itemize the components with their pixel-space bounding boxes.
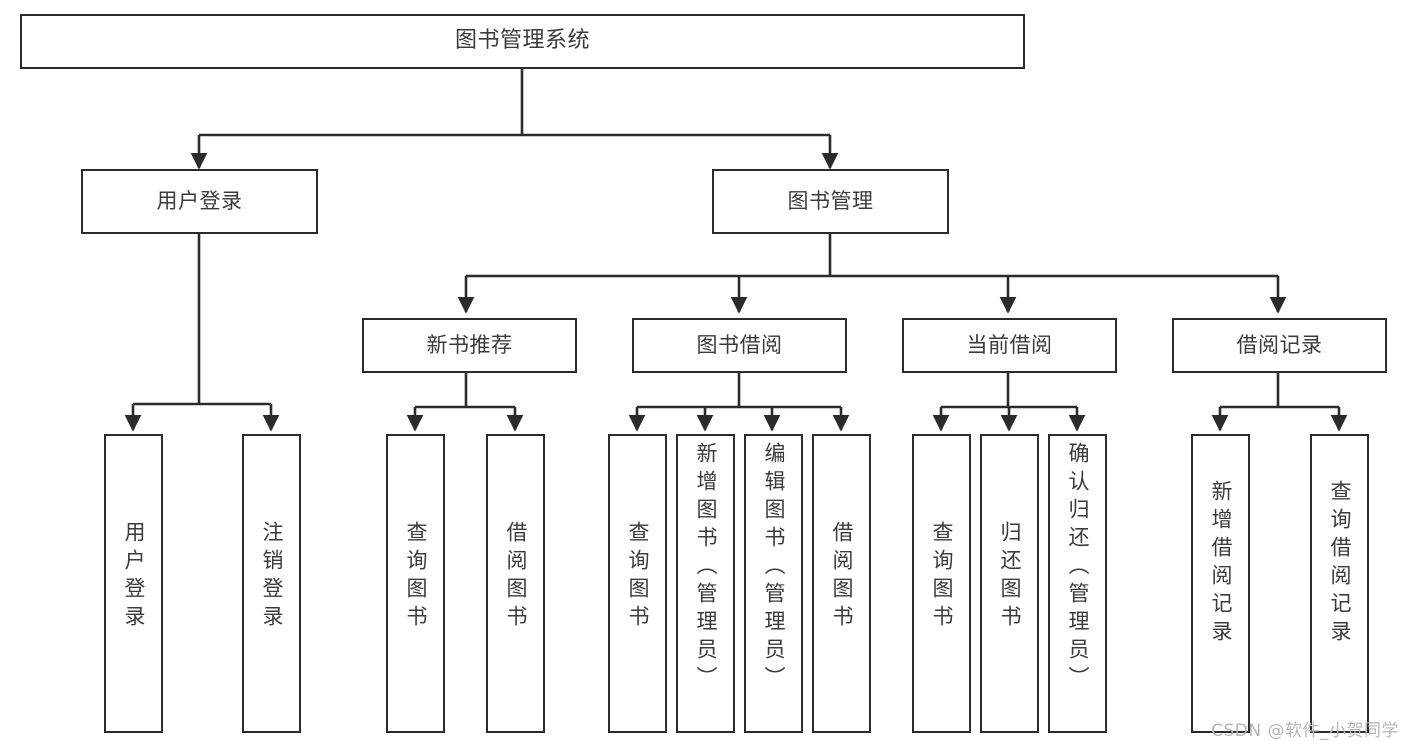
node-label: 注销登录 xyxy=(260,521,284,633)
node-label: 借阅图书 xyxy=(504,521,528,633)
node-label: 查询借阅记录 xyxy=(1328,480,1352,648)
node-label: 归还图书 xyxy=(998,521,1022,633)
node-label: 当前借阅 xyxy=(966,332,1053,357)
node-label: 用户登录 xyxy=(156,188,243,213)
node-label: 用户登录 xyxy=(122,521,146,633)
node-leaf-query-book-new[interactable]: 查询图书 xyxy=(386,434,445,733)
node-leaf-borrow-book[interactable]: 借阅图书 xyxy=(812,434,871,733)
node-user-login[interactable]: 用户登录 xyxy=(81,169,318,234)
node-root-book-management-system[interactable]: 图书管理系统 xyxy=(20,14,1025,69)
node-leaf-borrow-book-new[interactable]: 借阅图书 xyxy=(486,434,545,733)
node-leaf-add-borrow-record[interactable]: 新增借阅记录 xyxy=(1191,434,1250,733)
node-label: 借阅记录 xyxy=(1236,332,1323,357)
node-label: 图书管理系统 xyxy=(454,28,590,54)
csdn-watermark: CSDN @软件_小贺同学 xyxy=(1211,721,1399,741)
node-leaf-return-book[interactable]: 归还图书 xyxy=(980,434,1039,733)
node-label: 借阅图书 xyxy=(830,521,854,633)
node-leaf-user-login[interactable]: 用户登录 xyxy=(104,434,163,733)
node-leaf-query-book[interactable]: 查询图书 xyxy=(608,434,667,733)
node-leaf-add-book-admin[interactable]: 新增图书（管理员） xyxy=(676,434,735,733)
node-leaf-confirm-return-admin[interactable]: 确认归还（管理员） xyxy=(1048,434,1107,733)
node-leaf-logout[interactable]: 注销登录 xyxy=(242,434,301,733)
node-label: 确认归还（管理员） xyxy=(1066,442,1090,694)
node-book-borrow[interactable]: 图书借阅 xyxy=(632,318,847,373)
node-leaf-query-borrow-record[interactable]: 查询借阅记录 xyxy=(1310,434,1369,733)
node-label: 新书推荐 xyxy=(426,332,513,357)
node-label: 查询图书 xyxy=(404,521,428,633)
node-label: 图书借阅 xyxy=(696,332,783,357)
node-leaf-query-book-current[interactable]: 查询图书 xyxy=(912,434,971,733)
node-new-book-recommend[interactable]: 新书推荐 xyxy=(362,318,577,373)
node-leaf-edit-book-admin[interactable]: 编辑图书（管理员） xyxy=(744,434,803,733)
node-label: 查询图书 xyxy=(626,521,650,633)
node-current-borrow[interactable]: 当前借阅 xyxy=(902,318,1117,373)
node-label: 图书管理 xyxy=(787,188,874,213)
node-label: 编辑图书（管理员） xyxy=(762,442,786,694)
node-label: 新增图书（管理员） xyxy=(694,442,718,694)
node-label: 查询图书 xyxy=(930,521,954,633)
node-borrow-record[interactable]: 借阅记录 xyxy=(1172,318,1387,373)
node-label: 新增借阅记录 xyxy=(1209,480,1233,648)
node-book-management[interactable]: 图书管理 xyxy=(712,169,949,234)
